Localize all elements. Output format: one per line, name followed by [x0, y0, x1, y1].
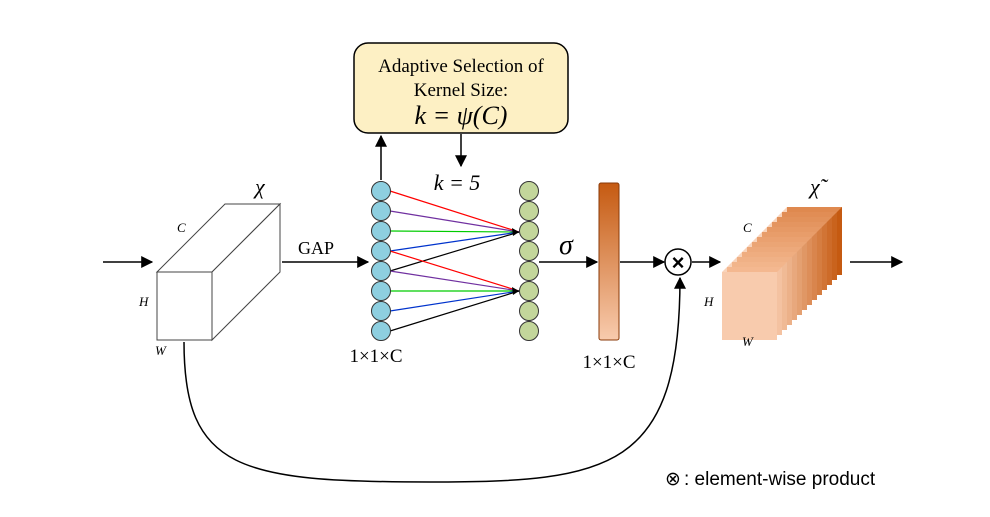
input-c-label: C — [177, 220, 186, 235]
conv1d-edges — [389, 190, 520, 332]
output-w-label: W — [742, 334, 754, 349]
input-tensor-symbol: χ — [253, 174, 266, 199]
kernel-size-label: k = 5 — [434, 170, 481, 195]
selection-box-line1: Adaptive Selection of — [378, 56, 544, 77]
multiply-icon: × — [664, 248, 692, 276]
input-h-label: H — [138, 294, 149, 309]
gap-vector-nodes — [371, 181, 391, 341]
gap-vector-label: 1×1×C — [349, 346, 402, 367]
output-tensor-top-face — [722, 207, 842, 272]
multiply-symbol: × — [672, 250, 685, 275]
sigma-label: σ — [559, 230, 574, 261]
output-h-label: H — [703, 294, 714, 309]
gap-label: GAP — [298, 238, 334, 258]
selection-box-line2: Kernel Size: — [414, 80, 508, 101]
weight-vector-label: 1×1×C — [582, 352, 635, 373]
legend-text: : element-wise product — [684, 469, 876, 490]
selection-box-formula: k = ψ(C) — [415, 101, 508, 130]
skip-connection-curve — [183, 276, 686, 483]
output-c-label: C — [743, 220, 752, 235]
channel-weight-bar — [598, 182, 620, 341]
output-tensor — [722, 207, 842, 340]
input-w-label: W — [155, 343, 167, 358]
legend: ⊗ : element-wise product — [665, 469, 876, 490]
kernel-selection-box: Adaptive Selection of Kernel Size: k = ψ… — [353, 42, 569, 134]
output-tensor-symbol: χ̃ — [808, 174, 829, 199]
legend-symbol: ⊗ — [665, 469, 681, 490]
output-tensor-front-face — [722, 272, 777, 340]
conv-output-nodes — [519, 181, 539, 341]
input-tensor — [155, 202, 282, 342]
